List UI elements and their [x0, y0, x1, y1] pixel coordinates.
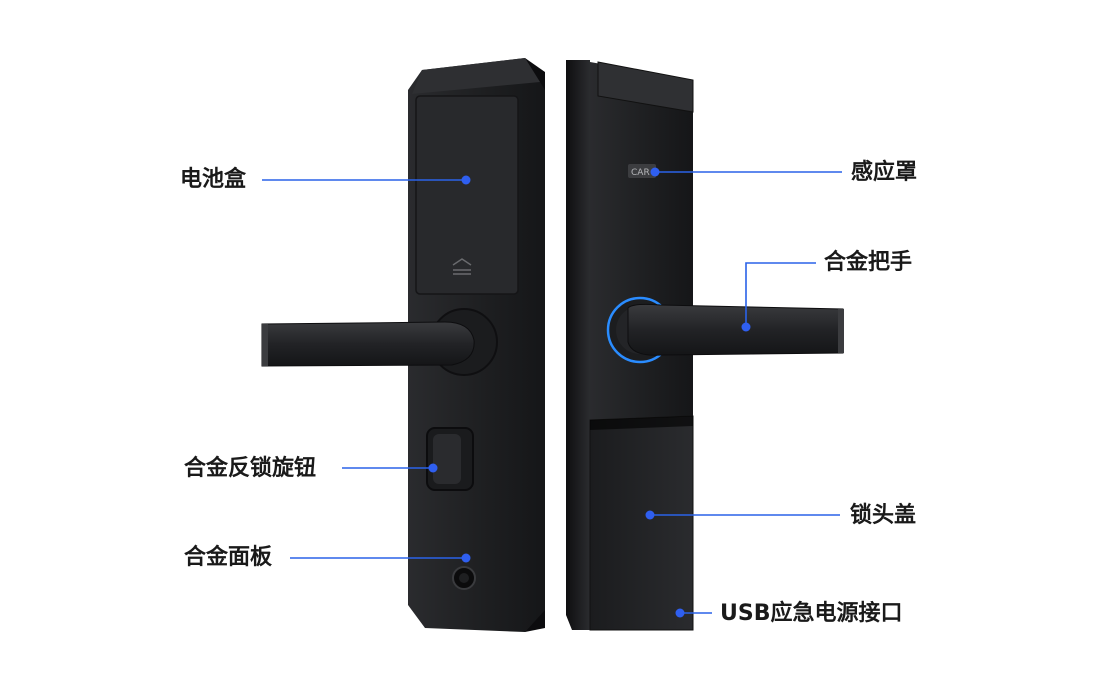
- dot-panel: [461, 553, 471, 563]
- lock-head-cover: [589, 415, 694, 631]
- battery-cover-arrow-icon: [452, 258, 472, 275]
- front-panel-top: [597, 61, 694, 113]
- dot-usb-port: [675, 608, 685, 618]
- leader-lines: [262, 171, 842, 614]
- label-usb-port: USB应急电源接口: [720, 601, 903, 626]
- label-alloy-thumb-turn: 合金反锁旋钮: [184, 456, 317, 481]
- front-handle-end: [838, 309, 844, 353]
- callout-dots: [428, 167, 751, 618]
- back-panel-top-bevel: [412, 58, 540, 94]
- front-panel-side: [566, 60, 590, 630]
- dot-thumb-turn: [428, 463, 438, 473]
- front-panel-unit: CAR: [566, 60, 844, 631]
- dot-battery-box: [461, 175, 471, 185]
- alloy-handle: [627, 303, 844, 356]
- label-sensor-cover: 感应罩: [851, 160, 918, 185]
- dot-handle: [741, 322, 751, 332]
- lock-head-cover-edge: [590, 416, 693, 430]
- label-lock-head-cover: 锁头盖: [850, 503, 917, 528]
- back-handle-lever: [261, 321, 475, 367]
- back-panel-unit: [261, 58, 545, 632]
- key-hole-core: [459, 573, 469, 583]
- battery-box: [415, 95, 519, 295]
- thumb-turn-grip: [433, 434, 461, 484]
- label-alloy-handle: 合金把手: [824, 250, 913, 275]
- card-reader-tag: [628, 164, 656, 178]
- dot-lock-head-cover: [645, 510, 655, 520]
- dot-sensor-cover: [650, 167, 660, 177]
- label-battery-box: 电池盒: [180, 167, 247, 192]
- back-handle-end: [262, 324, 268, 366]
- label-alloy-panel: 合金面板: [184, 545, 273, 570]
- leader-handle: [745, 262, 816, 327]
- card-tag-text: CAR: [631, 168, 650, 178]
